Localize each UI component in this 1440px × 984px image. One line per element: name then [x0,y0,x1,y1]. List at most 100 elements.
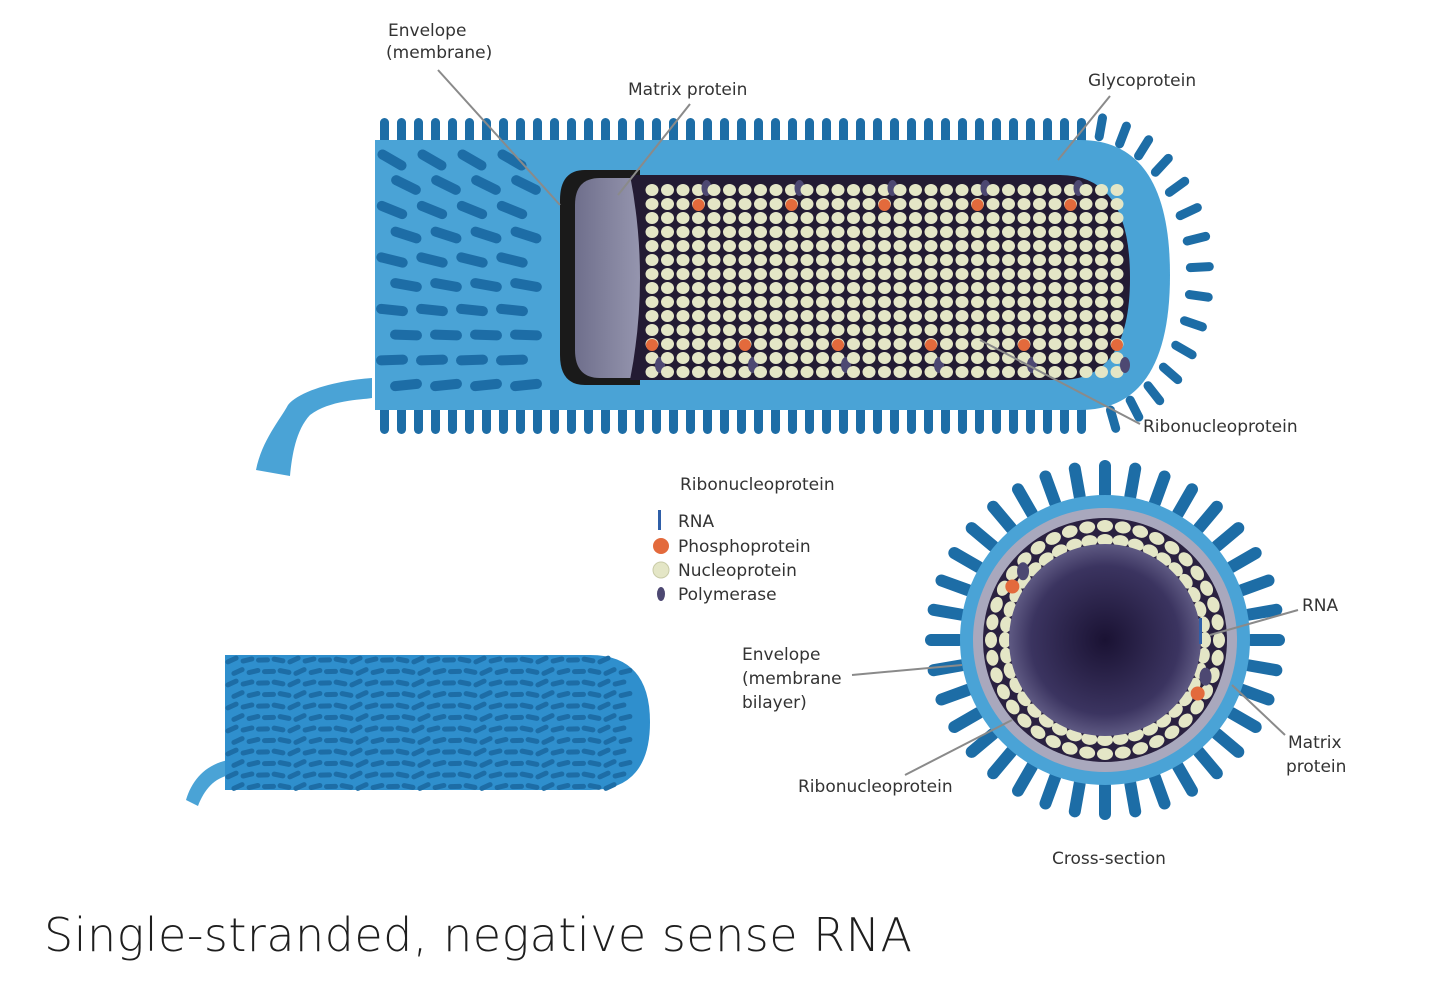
nucleoprotein-subunit [785,254,798,266]
nucleoprotein-subunit [986,254,1000,266]
exterior-spike [457,748,472,756]
nucleoprotein-subunit [1110,352,1124,364]
cross-spike [1099,460,1111,500]
exterior-spike [535,724,549,734]
nucleoprotein-subunit [800,296,814,308]
exterior-spike [355,713,369,722]
nucleoprotein-subunit [862,254,876,266]
rear-spike [430,278,462,292]
exterior-spike [302,748,317,756]
exterior-spike [417,759,431,768]
cross-spike [1225,707,1262,733]
nucleoprotein-subunit [1017,324,1031,336]
exterior-spike [556,736,571,745]
exterior-glycoprotein-spikes [225,655,633,791]
glycoprotein-spike [431,118,440,146]
slide-caption: Single-stranded, negative sense RNA [44,908,913,962]
nucleoprotein-subunit [1110,282,1124,294]
nucleoprotein-subunit [785,324,798,336]
exterior-spike [333,771,348,779]
nucleoprotein-subunit [676,212,690,224]
cross-nucleoprotein [1017,713,1032,728]
exterior-spike [262,760,276,767]
nucleoprotein-subunit [769,338,783,350]
cross-spike [1068,777,1086,818]
nucleoprotein-subunit [645,352,659,364]
cross-rna-strand [1199,618,1202,644]
rear-spike [510,378,542,392]
exterior-spike [240,656,255,664]
glycoprotein-spike [499,404,508,434]
label-envelope-top: Envelope (membrane) [386,21,561,206]
exterior-spike [566,772,580,778]
label-envelope-line1: Envelope [388,21,466,41]
nucleoprotein-subunit [971,296,984,308]
nucleoprotein-subunit [800,352,814,364]
glycoprotein-spike [771,404,780,434]
cross-nucleoprotein [1079,521,1096,534]
cross-nucleoprotein [1079,746,1096,759]
glycoprotein-spike [482,404,491,434]
glycoprotein-spike [822,118,831,146]
exterior-spike [370,690,385,699]
nucleoprotein-subunit [1079,338,1093,350]
nucleoprotein-subunit [831,310,845,322]
nucleoprotein-subunit [1017,282,1031,294]
svg-text:Envelope: Envelope [742,645,820,665]
exterior-spike [457,725,472,733]
glycoprotein-spike [737,118,746,146]
nucleoprotein-subunit [645,296,659,308]
nucleoprotein-subunit [676,268,690,280]
nucleoprotein-subunit [831,226,845,238]
rear-spike [391,175,421,195]
cross-nucleoprotein [1211,649,1224,666]
glycoprotein-spike [1171,340,1197,360]
exterior-spike [333,748,348,756]
nucleoprotein-subunit [1017,240,1031,252]
nucleoprotein-subunit [661,240,674,252]
glycoprotein-spike [890,118,899,146]
exterior-spike [442,772,456,778]
exterior-spike [271,771,286,779]
exterior-spike [417,713,431,722]
cross-nucleoprotein [1178,713,1193,728]
exterior-spike [603,713,617,722]
nucleoprotein-subunit [1033,352,1046,364]
nucleoprotein-subunit [800,366,814,378]
glycoprotein-spikes [380,113,1214,434]
exterior-spike [510,760,524,767]
exterior-spike [510,668,524,675]
exterior-spike [535,678,549,688]
nucleoprotein-subunit [831,296,845,308]
nucleoprotein-subunit [645,282,659,294]
glycoprotein-spike [907,118,916,146]
exterior-spike [411,655,425,665]
exterior-spike [417,782,431,791]
label-ribonucleoprotein-cross-text: Ribonucleoprotein [798,777,953,797]
nucleoprotein-subunit [1079,352,1093,364]
exterior-spike [287,655,301,665]
nucleoprotein-subunit [676,310,690,322]
nucleoprotein-subunit [785,268,798,280]
exterior-spike [231,690,245,699]
glycoprotein-spike [975,118,984,146]
glycoprotein-spike [890,404,899,434]
glycoprotein-spike [941,404,950,434]
nucleoprotein-subunit [971,366,984,378]
exterior-spike [293,759,307,768]
exterior-spike [395,748,410,756]
rear-spike [510,278,542,292]
nucleoprotein-subunit [1110,268,1124,280]
cross-core [1009,544,1201,736]
nucleoprotein-subunit [893,212,907,224]
glycoprotein-spike [839,404,848,434]
nucleoprotein-subunit [971,310,984,322]
glycoprotein-spike [1026,118,1035,146]
nucleoprotein-subunit [1064,296,1077,308]
exterior-spike [333,679,348,687]
exterior-spike [525,714,540,721]
nucleoprotein-subunit [692,296,705,308]
nucleoprotein-subunit [645,268,659,280]
cross-nucleoprotein [990,667,1003,684]
nucleoprotein-subunit [893,240,907,252]
